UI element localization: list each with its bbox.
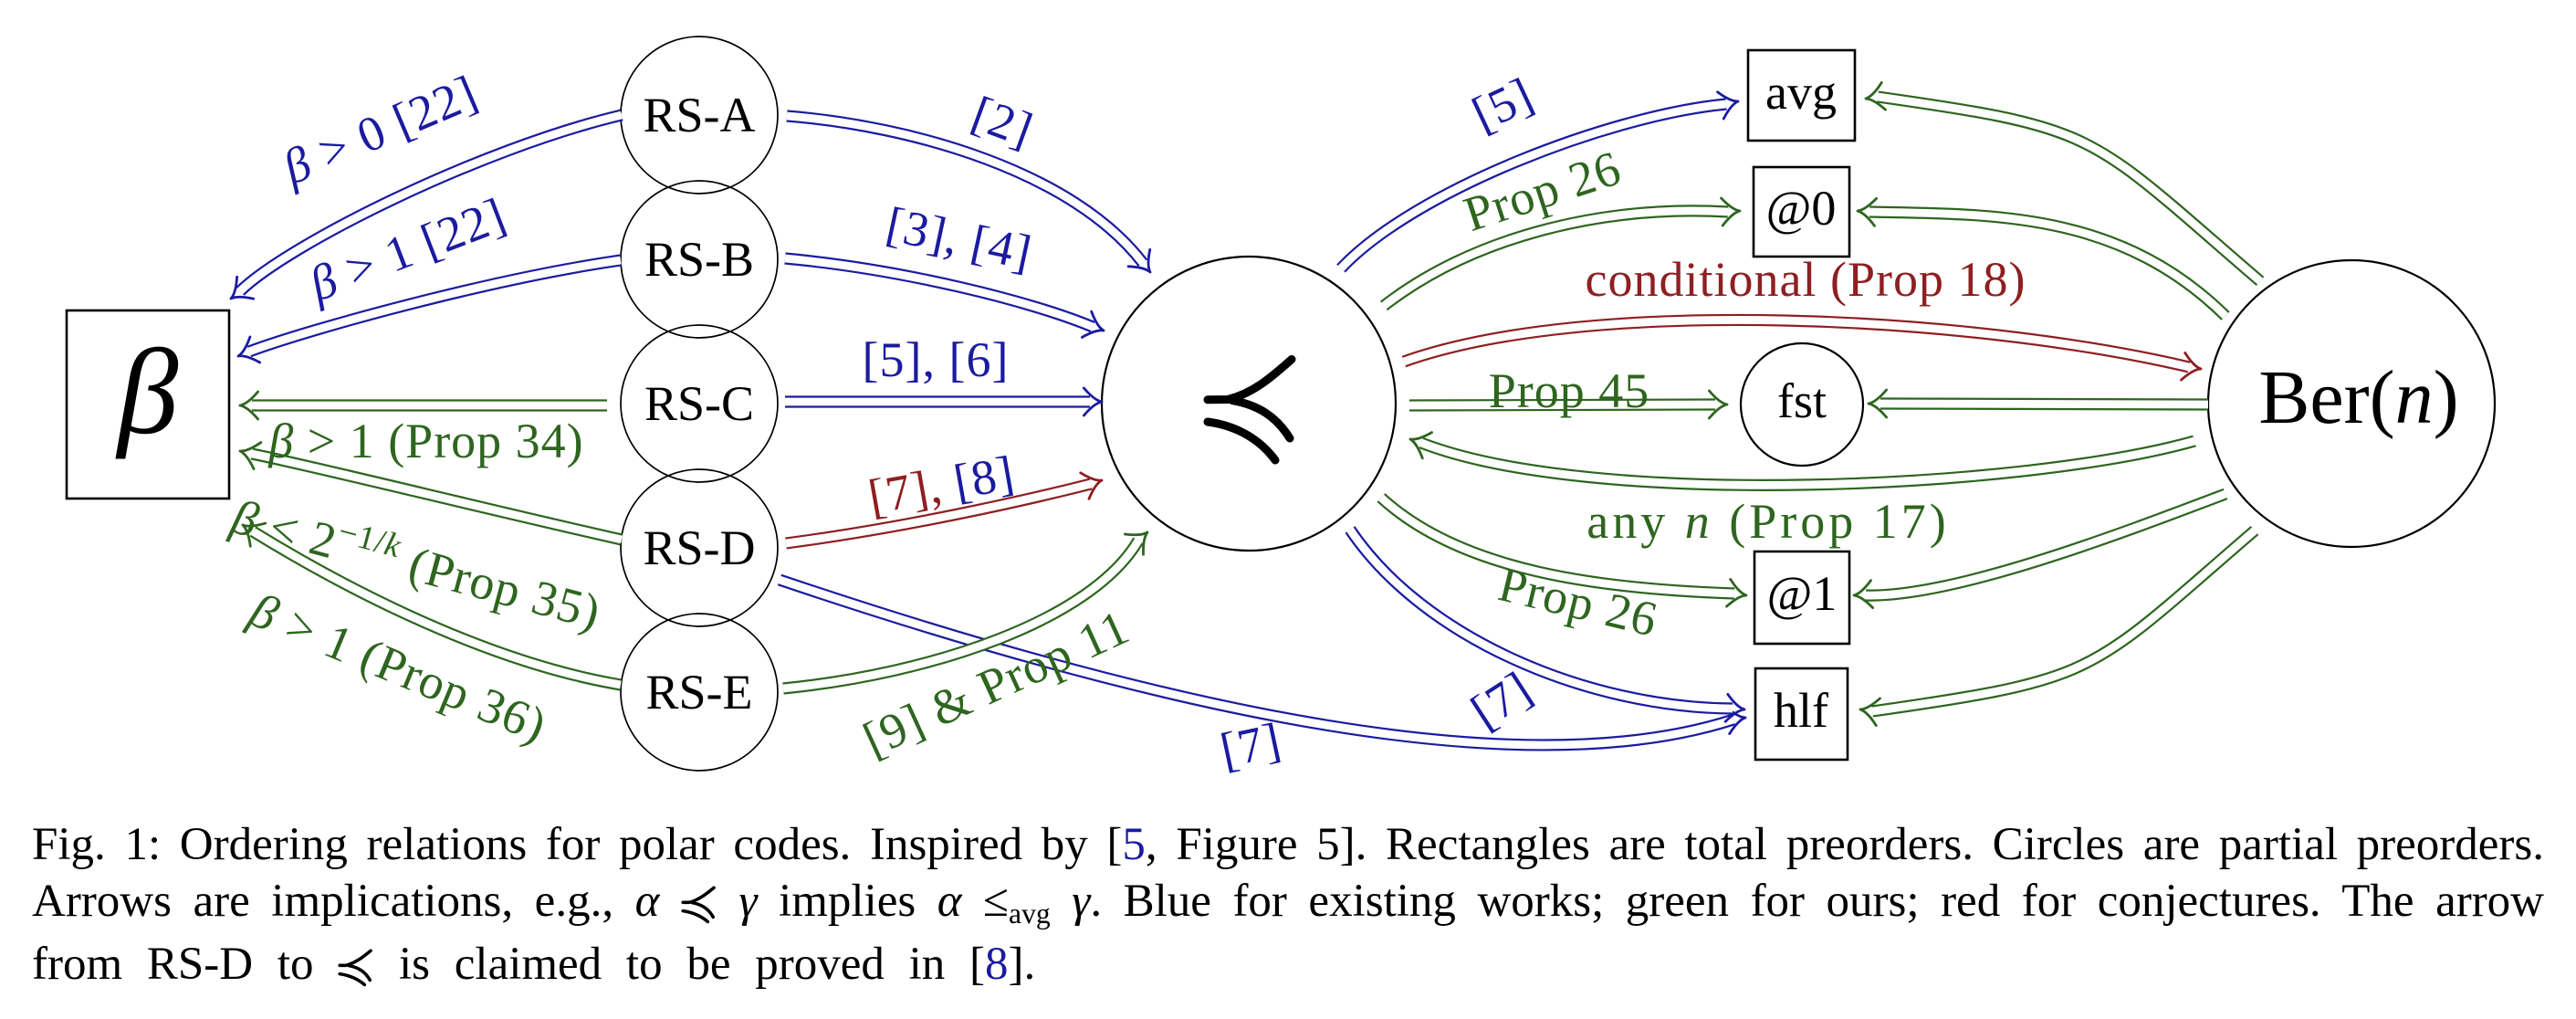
svg-text:RS-D: RS-D [643,520,755,575]
svg-text:fst: fst [1777,373,1827,428]
svg-text:β: β [115,324,179,459]
svg-text:RS-A: RS-A [643,88,755,142]
svg-text:RS-C: RS-C [644,376,754,431]
svg-text:conditional (Prop 18): conditional (Prop 18) [1586,252,2026,307]
svg-text:Prop 26: Prop 26 [1493,556,1663,647]
svg-text:[3], [4]: [3], [4] [882,196,1037,280]
svg-text:β > 1 [22]: β > 1 [22] [301,187,513,312]
svg-text:[7]: [7] [1216,712,1286,778]
svg-text:@1: @1 [1767,566,1838,621]
svg-text:RS-E: RS-E [645,665,752,720]
svg-text:[2]: [2] [965,86,1041,158]
svg-text:[7], [8]: [7], [8] [864,446,1019,525]
svg-text:Prop 45: Prop 45 [1489,363,1650,418]
svg-text:any n (Prop 17): any n (Prop 17) [1586,494,1949,549]
svg-text:hlf: hlf [1774,683,1828,738]
svg-text:[5], [6]: [5], [6] [863,332,1010,387]
svg-text:RS-B: RS-B [644,232,754,287]
svg-text:@0: @0 [1766,181,1837,236]
svg-text:[5]: [5] [1464,67,1542,142]
svg-text:avg: avg [1765,65,1837,120]
svg-text:β > 1 (Prop 34): β > 1 (Prop 34) [267,414,583,468]
svg-text:Ber(n): Ber(n) [2258,355,2458,440]
